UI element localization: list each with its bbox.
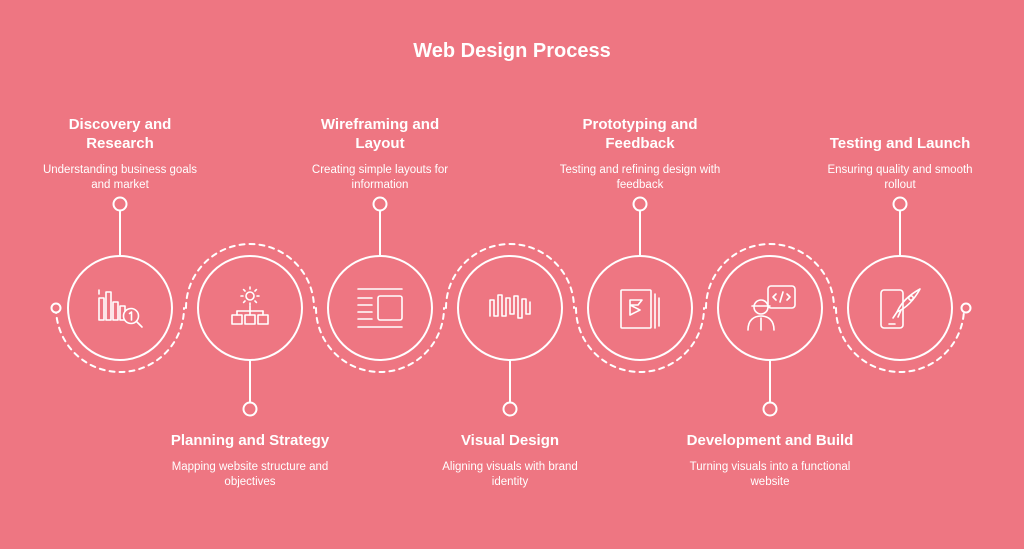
step-5-circle bbox=[587, 255, 693, 361]
step-6-title: Development and Build bbox=[686, 432, 854, 449]
step-3-description: Creating simple layouts for information bbox=[311, 164, 449, 191]
step-5-title: Prototyping and Feedback bbox=[582, 116, 698, 152]
step-2-outer-arc bbox=[185, 243, 315, 309]
start-node bbox=[50, 302, 62, 314]
step-3-circle bbox=[327, 255, 433, 361]
step-4-outer-arc bbox=[445, 243, 575, 309]
step-2-title: Planning and Strategy bbox=[170, 432, 330, 449]
step-2-description: Mapping website structure and objectives bbox=[171, 461, 329, 488]
page-title: Web Design Process bbox=[413, 40, 611, 62]
step-6-text: Development and Build Turning visuals in… bbox=[685, 431, 855, 490]
step-3-node bbox=[372, 196, 388, 212]
step-5-outer-arc bbox=[575, 307, 705, 373]
step-7-node bbox=[892, 196, 908, 212]
step-4-node bbox=[502, 401, 518, 417]
step-7-description: Ensuring quality and smooth rollout bbox=[827, 164, 973, 191]
step-1-title: Discovery and Research bbox=[68, 116, 172, 152]
step-2-text: Planning and Strategy Mapping website st… bbox=[165, 431, 335, 490]
step-3-title: Wireframing and Layout bbox=[320, 116, 440, 152]
step-6-description: Turning visuals into a functional websit… bbox=[689, 461, 851, 488]
step-7-circle bbox=[847, 255, 953, 361]
step-5-node bbox=[632, 196, 648, 212]
step-6-circle bbox=[717, 255, 823, 361]
step-7-text: Testing and Launch Ensuring quality and … bbox=[815, 134, 985, 193]
step-6-node bbox=[762, 401, 778, 417]
step-3-outer-arc bbox=[315, 307, 445, 373]
step-7-outer-arc bbox=[835, 307, 965, 373]
step-5-description: Testing and refining design with feedbac… bbox=[559, 164, 721, 191]
chart-magnifier-icon bbox=[98, 289, 143, 328]
sitemap-gear-icon bbox=[231, 286, 269, 325]
step-6-outer-arc bbox=[705, 243, 835, 309]
step-7-title: Testing and Launch bbox=[829, 135, 971, 152]
wireframe-layout-icon bbox=[357, 288, 403, 328]
step-4-description: Aligning visuals with brand identity bbox=[442, 461, 578, 488]
step-3-text: Wireframing and Layout Creating simple l… bbox=[295, 115, 465, 193]
step-1-circle bbox=[67, 255, 173, 361]
step-1-outer-arc bbox=[55, 307, 185, 373]
prototype-pages-icon bbox=[620, 289, 660, 329]
developer-code-icon bbox=[747, 285, 796, 331]
end-node bbox=[960, 302, 972, 314]
step-1-description: Understanding business goals and market bbox=[42, 164, 198, 191]
phone-rocket-icon bbox=[880, 288, 921, 329]
step-1-text: Discovery and Research Understanding bus… bbox=[35, 115, 205, 193]
step-1-node bbox=[112, 196, 128, 212]
step-4-text: Visual Design Aligning visuals with bran… bbox=[425, 431, 595, 490]
step-2-circle bbox=[197, 255, 303, 361]
step-5-text: Prototyping and Feedback Testing and ref… bbox=[555, 115, 725, 193]
step-4-circle bbox=[457, 255, 563, 361]
step-4-title: Visual Design bbox=[460, 432, 560, 449]
step-2-node bbox=[242, 401, 258, 417]
visual-wave-icon bbox=[489, 294, 531, 319]
